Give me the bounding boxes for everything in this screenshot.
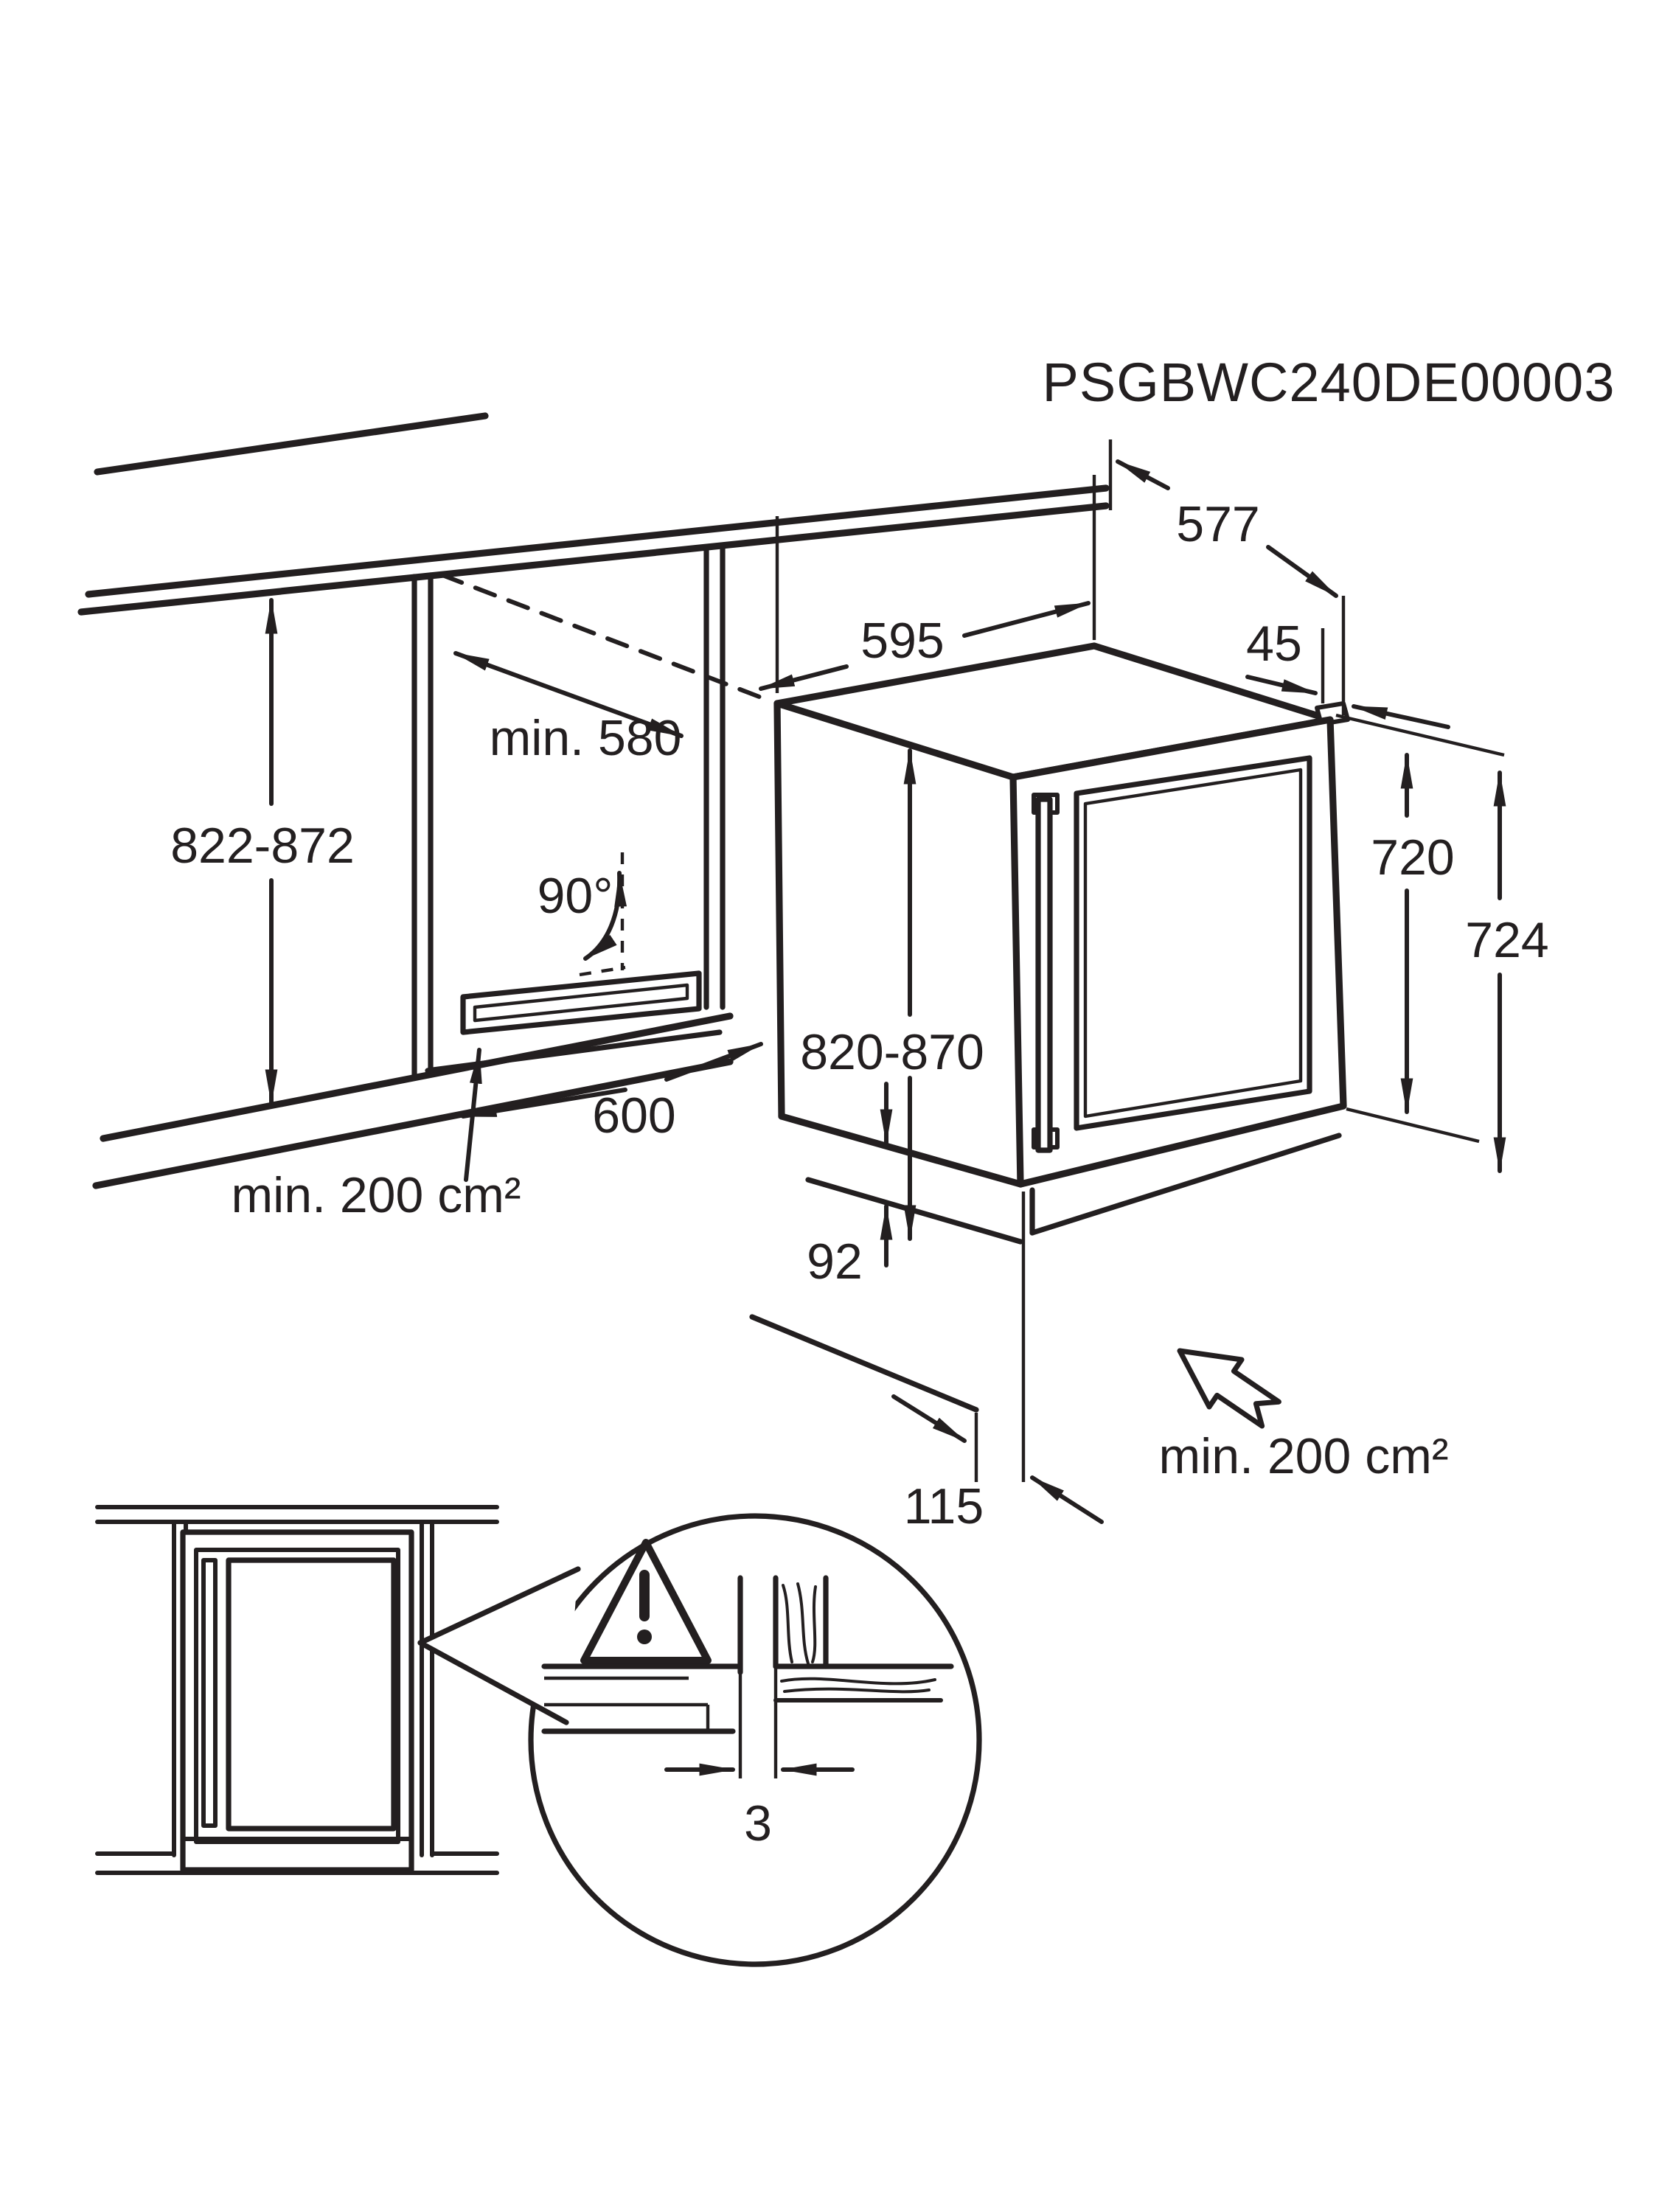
detail-callout: 3 bbox=[417, 1513, 982, 1967]
plinth-side-top-edge bbox=[805, 1177, 1023, 1245]
appliance-back-left-edge bbox=[773, 700, 785, 1120]
dim-45-arrow-right bbox=[1352, 704, 1450, 729]
gap-section-detail: 3 bbox=[541, 1575, 954, 1851]
dim-115-arrow-right bbox=[1030, 1475, 1104, 1524]
dim-577-line-right bbox=[1266, 545, 1338, 598]
fv-appliance-outer-frame bbox=[180, 1529, 414, 1873]
dim-worktop-depth-label: 577 bbox=[1176, 496, 1259, 552]
vent-strip-slot bbox=[473, 983, 689, 1023]
door-open-dashed-base bbox=[579, 965, 626, 977]
door-swing-indicator: 90° bbox=[538, 852, 627, 977]
dim-side-gap-label: 3 bbox=[744, 1795, 772, 1851]
perspective-view: 822-872 min. 580 595 577 45 bbox=[77, 412, 1549, 1534]
dim-height-ext-bottom bbox=[1346, 1107, 1480, 1144]
wood-grain-2 bbox=[796, 1582, 810, 1665]
dim-45-arrow-left bbox=[1245, 675, 1318, 695]
wood-grain-3 bbox=[811, 1585, 817, 1663]
wall-edge-line bbox=[94, 412, 489, 476]
appliance-front-face bbox=[1009, 716, 1347, 1188]
appliance-side-bottom-edge bbox=[778, 1113, 1024, 1188]
dim-600-line-right bbox=[664, 1042, 763, 1082]
dim-niche-height-label: 822-872 bbox=[170, 818, 355, 874]
dim-niche-depth-line bbox=[453, 651, 684, 738]
wood-grain-5 bbox=[783, 1687, 931, 1694]
vent-area-front-label: min. 200 cm² bbox=[232, 1167, 521, 1223]
door-glass-inner-frame bbox=[1083, 768, 1303, 1119]
handle-bar bbox=[1035, 796, 1053, 1153]
dim-600-line-left bbox=[461, 1088, 627, 1119]
niche-hidden-back-edge bbox=[440, 573, 775, 704]
door-glass-outer-frame bbox=[1074, 755, 1312, 1131]
worktop-and-wall bbox=[77, 412, 1110, 616]
plinth-side-bottom-edge bbox=[749, 1314, 979, 1413]
door-handle bbox=[1032, 793, 1060, 1153]
dim-plinth-recess-label: 115 bbox=[904, 1478, 984, 1534]
dimensions: 822-872 min. 580 595 577 45 bbox=[170, 439, 1549, 1534]
vent-airflow-arrow-icon bbox=[1177, 1348, 1281, 1429]
dim-height-overall-label: 724 bbox=[1465, 912, 1548, 968]
dim-niche-width-label: 600 bbox=[592, 1088, 675, 1144]
warning-exclamation-dot bbox=[637, 1630, 652, 1644]
dim-595-line-left bbox=[759, 664, 849, 691]
worktop-front-top-edge bbox=[85, 484, 1110, 598]
plinth-bottom-edge bbox=[1029, 1133, 1342, 1236]
door-swing-arc bbox=[583, 871, 627, 961]
vent-front-leader bbox=[464, 1048, 482, 1182]
dim-115-arrow-left bbox=[891, 1394, 967, 1443]
fv-door-inner-frame bbox=[194, 1548, 400, 1844]
vent-strip-outer bbox=[460, 970, 702, 1035]
dim-595-line-right bbox=[962, 601, 1091, 638]
fv-door-glass bbox=[226, 1557, 397, 1832]
dim-appliance-depth-label: 595 bbox=[860, 613, 944, 669]
detail-circle bbox=[528, 1513, 982, 1967]
floor-lower-edge bbox=[92, 1058, 734, 1189]
wood-grain-1 bbox=[782, 1584, 793, 1663]
worktop-front-bottom-edge bbox=[77, 502, 1110, 616]
warning-triangle-icon bbox=[580, 1539, 712, 1664]
niche-floor-front-edge bbox=[425, 1029, 723, 1074]
fv-handle-bar bbox=[201, 1558, 218, 1828]
front-view bbox=[95, 1505, 499, 1875]
callout-tail-lower bbox=[417, 1640, 569, 1725]
vent-area-rear-label: min. 200 cm² bbox=[1159, 1428, 1449, 1484]
dim-height-door-label: 720 bbox=[1371, 830, 1454, 886]
warning-triangle-outline bbox=[580, 1539, 712, 1664]
dim-niche-depth-label: min. 580 bbox=[490, 710, 682, 766]
callout-tail-fill bbox=[420, 1569, 578, 1722]
drawing-title: PSGBWC240DE00003 bbox=[1043, 352, 1615, 413]
dim-height-ext-top bbox=[1335, 713, 1505, 757]
floor-front-edge bbox=[100, 1012, 734, 1142]
dim-top-gap-label: 45 bbox=[1246, 616, 1302, 672]
dim-plinth-height-label: 92 bbox=[807, 1234, 863, 1290]
wood-grain-4 bbox=[780, 1677, 936, 1686]
plinth-vent-strip bbox=[425, 970, 723, 1074]
dim-door-angle-label: 90° bbox=[538, 868, 613, 924]
callout-tail-upper bbox=[417, 1566, 581, 1646]
dim-577-line-left bbox=[1116, 459, 1170, 490]
dim-appliance-height-label: 820-870 bbox=[800, 1024, 984, 1080]
